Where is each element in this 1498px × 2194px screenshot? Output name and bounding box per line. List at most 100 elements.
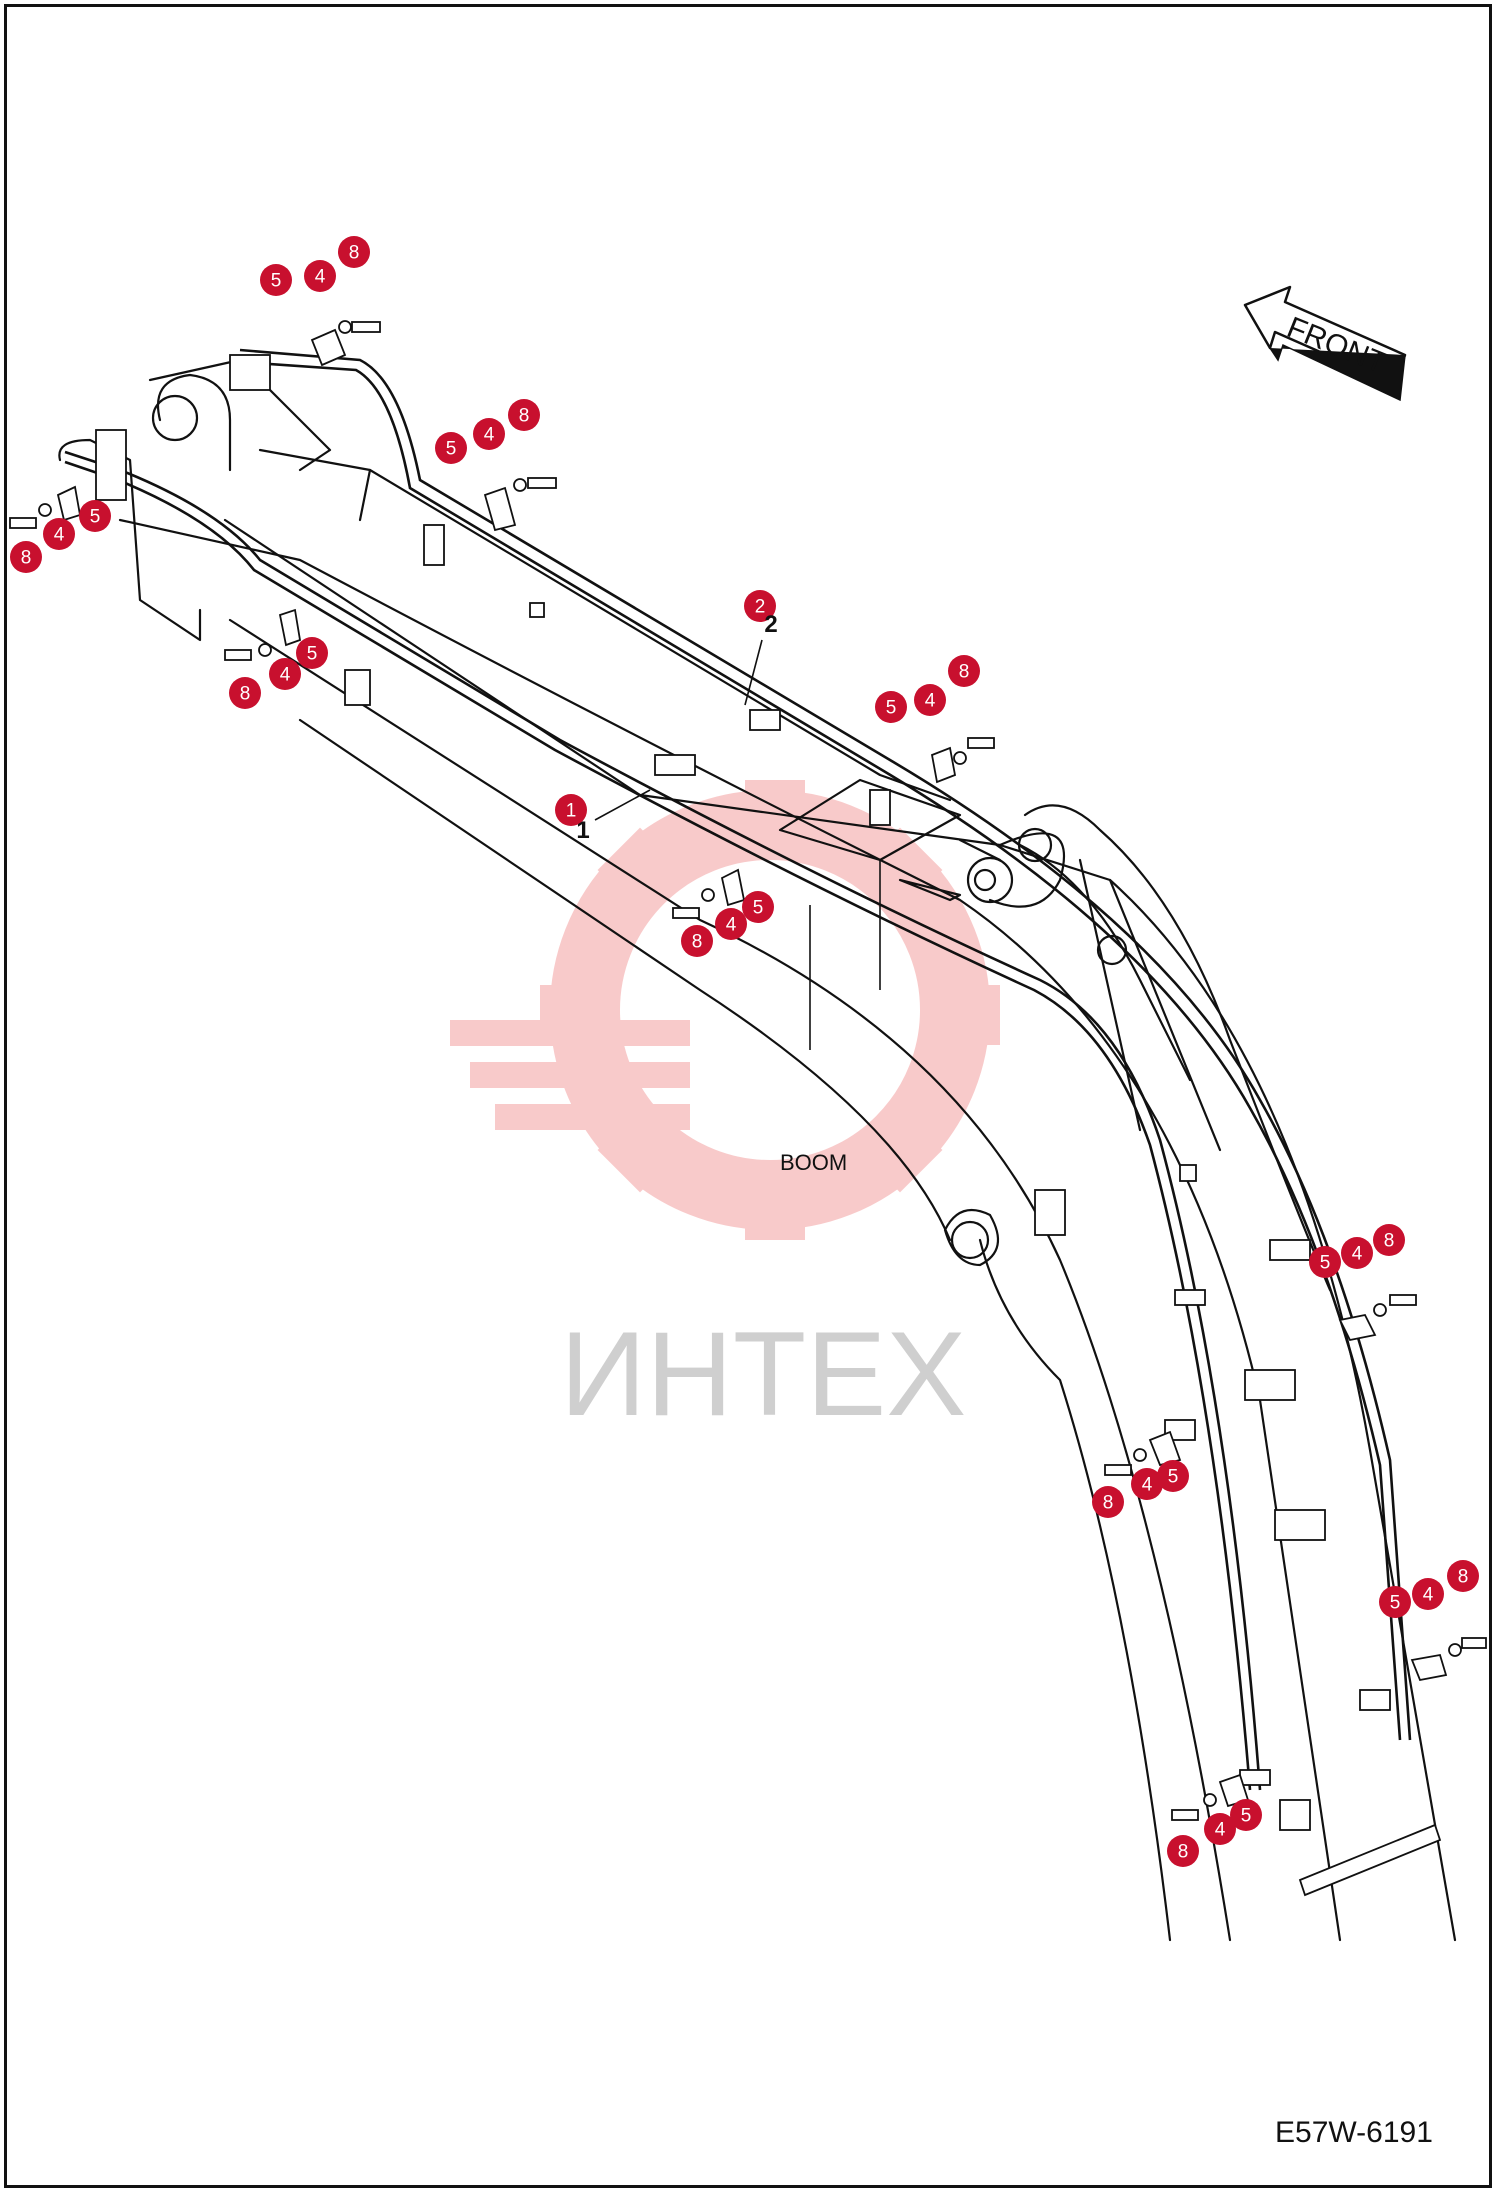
callout-number: 4: [1142, 1475, 1153, 1496]
callout-circle: [338, 236, 370, 268]
callout-4: 4: [43, 518, 75, 550]
callout-8: 8: [948, 655, 980, 687]
callout-circle: [1204, 1813, 1236, 1845]
callout-circle: [948, 655, 980, 687]
callout-5: 5: [1157, 1460, 1189, 1492]
callout-number: 5: [446, 439, 457, 460]
callout-circle: [1447, 1560, 1479, 1592]
callout-4: 4: [269, 658, 301, 690]
callout-number: 2: [755, 597, 766, 618]
callout-number: 1: [566, 801, 577, 822]
callout-4: 4: [715, 908, 747, 940]
pipe-line-2: [239, 348, 1412, 1741]
callout-5: 5: [260, 264, 292, 296]
callout-8: 8: [681, 925, 713, 957]
callout-circle: [1167, 1835, 1199, 1867]
callout-number: 4: [925, 691, 936, 712]
callout-number: 5: [753, 898, 764, 919]
callout-4: 4: [473, 418, 505, 450]
callout-5: 5: [435, 432, 467, 464]
callout-circle: [1131, 1468, 1163, 1500]
boom-blocks: [95, 354, 1442, 1897]
callout-circle: [269, 658, 301, 690]
callout-circle: [1379, 1586, 1411, 1618]
callout-number: 4: [484, 425, 495, 446]
watermark-gear: [450, 780, 1000, 1240]
leader-1: [594, 789, 651, 821]
callout-number: 4: [1215, 1820, 1226, 1841]
callout-number: 8: [692, 932, 703, 953]
callout-circle: [79, 500, 111, 532]
callout-8: 8: [1373, 1224, 1405, 1256]
callout-4: 4: [1131, 1468, 1163, 1500]
callout-number: 8: [240, 684, 251, 705]
callout-number: 5: [1168, 1467, 1179, 1488]
callout-5: 5: [1379, 1586, 1411, 1618]
callout-circle: [1341, 1237, 1373, 1269]
callout-number: 8: [1384, 1231, 1395, 1252]
callout-circle: [10, 541, 42, 573]
callout-circle: [508, 399, 540, 431]
callout-8: 8: [1167, 1835, 1199, 1867]
callout-5: 5: [79, 500, 111, 532]
callout-number: 8: [21, 548, 32, 569]
callout-4: 4: [1341, 1237, 1373, 1269]
callout-circle: [473, 418, 505, 450]
callout-5: 5: [296, 637, 328, 669]
front-arrow: FRONT: [1243, 285, 1407, 402]
callout-circle: [296, 637, 328, 669]
callout-5: 5: [1230, 1799, 1262, 1831]
callout-number: 5: [90, 507, 101, 528]
drawing-code: E57W-6191: [1275, 2116, 1433, 2149]
callout-circle: [1230, 1799, 1262, 1831]
callout-8: 8: [508, 399, 540, 431]
callout-number: 8: [1178, 1842, 1189, 1863]
callout-number: 5: [307, 644, 318, 665]
callout-circle: [681, 925, 713, 957]
callout-number: 4: [280, 665, 291, 686]
callout-number: 8: [959, 662, 970, 683]
callout-8: 8: [1092, 1486, 1124, 1518]
callout-number: 8: [519, 406, 530, 427]
callout-circle: [914, 684, 946, 716]
callout-number: 5: [1241, 1806, 1252, 1827]
callout-number: 8: [1103, 1493, 1114, 1514]
callout-number: 4: [315, 267, 326, 288]
part-mark-2: 2: [764, 611, 777, 638]
callout-circle: [43, 518, 75, 550]
callout-number: 4: [1423, 1585, 1434, 1606]
callout-8: 8: [10, 541, 42, 573]
callout-8: 8: [338, 236, 370, 268]
callout-circle: [260, 264, 292, 296]
callout-circle: [1157, 1460, 1189, 1492]
callout-4: 4: [1204, 1813, 1236, 1845]
callout-circle: [1092, 1486, 1124, 1518]
callout-number: 5: [886, 698, 897, 719]
callout-number: 4: [1352, 1244, 1363, 1265]
watermark-text: ИНТЕХ: [560, 1307, 966, 1441]
callout-number: 4: [54, 525, 65, 546]
part-mark-1: 1: [576, 817, 589, 844]
pipe-line-1: [64, 450, 1262, 1791]
callout-circle: [229, 677, 261, 709]
callout-circle: [435, 432, 467, 464]
hardware-group: [9, 320, 1487, 1821]
callout-number: 5: [271, 271, 282, 292]
callout-number: 4: [726, 915, 737, 936]
boom-label: BOOM: [780, 1150, 847, 1175]
callout-number: 8: [1458, 1567, 1469, 1588]
callout-circle: [1309, 1246, 1341, 1278]
part-mark-layer: 21: [576, 611, 777, 844]
callout-4: 4: [914, 684, 946, 716]
callout-circle: [1373, 1224, 1405, 1256]
callout-4: 4: [1412, 1578, 1444, 1610]
callout-8: 8: [229, 677, 261, 709]
callout-5: 5: [1309, 1246, 1341, 1278]
callout-circle: [744, 590, 776, 622]
callout-5: 5: [742, 891, 774, 923]
callout-number: 5: [1320, 1253, 1331, 1274]
callout-number: 5: [1390, 1593, 1401, 1614]
callout-circle: [875, 691, 907, 723]
